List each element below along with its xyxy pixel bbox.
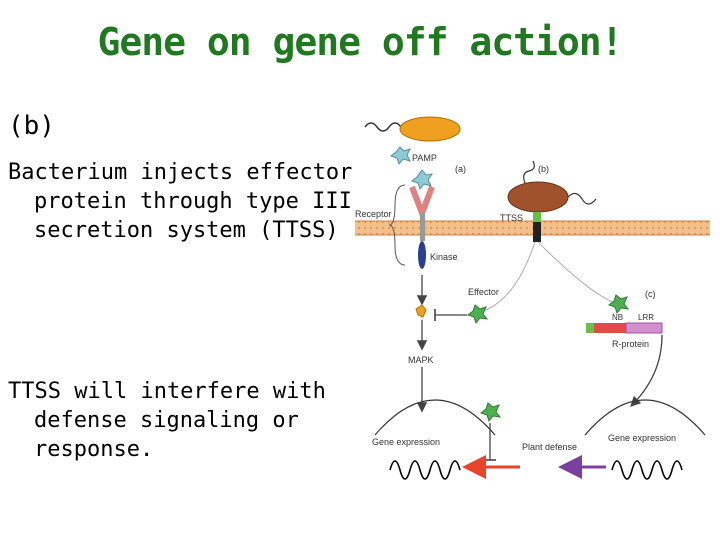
plant-defense-label: Plant defense [522, 442, 577, 452]
panel-a-label: (a) [455, 164, 466, 174]
ttss-channel [533, 212, 541, 222]
signal-molecule-icon [415, 304, 427, 318]
ttss-label: TTSS [500, 213, 523, 223]
dna-left-icon [389, 460, 461, 480]
plant-membrane [355, 221, 710, 235]
slide-subtitle: (b) [8, 111, 55, 141]
pamp-icon-2 [410, 169, 434, 191]
mapk-label: MAPK [408, 355, 434, 365]
paragraph-ttss-interference: TTSS will interfere with defense signali… [8, 379, 326, 462]
effector-icon-1 [466, 304, 489, 325]
panel-b-label: (b) [538, 164, 549, 174]
bacterium-b [507, 160, 597, 213]
effector-icon-2 [607, 294, 630, 315]
panel-c-label: (c) [645, 289, 656, 299]
r-protein-nb-domain [586, 323, 594, 333]
effector-icon-3 [479, 402, 502, 423]
slide-title: Gene on gene off action! [97, 20, 623, 64]
kinase-label: Kinase [430, 252, 458, 262]
nb-label: NB [612, 313, 623, 322]
effector-label: Effector [468, 287, 499, 297]
plant-immunity-diagram: PAMP (a) (b) Receptor Kinase TTSS MAPK E… [355, 116, 710, 480]
lrr-label: LRR [638, 313, 654, 322]
gene-expression-right-label: Gene expression [608, 433, 676, 443]
r-protein-lrr-domain [625, 322, 663, 334]
dna-right-icon [611, 460, 683, 480]
receptor [409, 185, 435, 269]
pamp-icon-1 [389, 146, 411, 166]
pamp-label: PAMP [412, 153, 437, 163]
bacterium-a [364, 116, 461, 142]
nucleus-right [584, 399, 706, 436]
gene-expression-left-label: Gene expression [372, 437, 440, 447]
receptor-label: Receptor [355, 209, 392, 219]
nucleus-left [374, 399, 496, 436]
r-protein-label: R-protein [612, 339, 649, 349]
paragraph-ttss-injection: Bacterium injects effector protein throu… [8, 160, 353, 243]
